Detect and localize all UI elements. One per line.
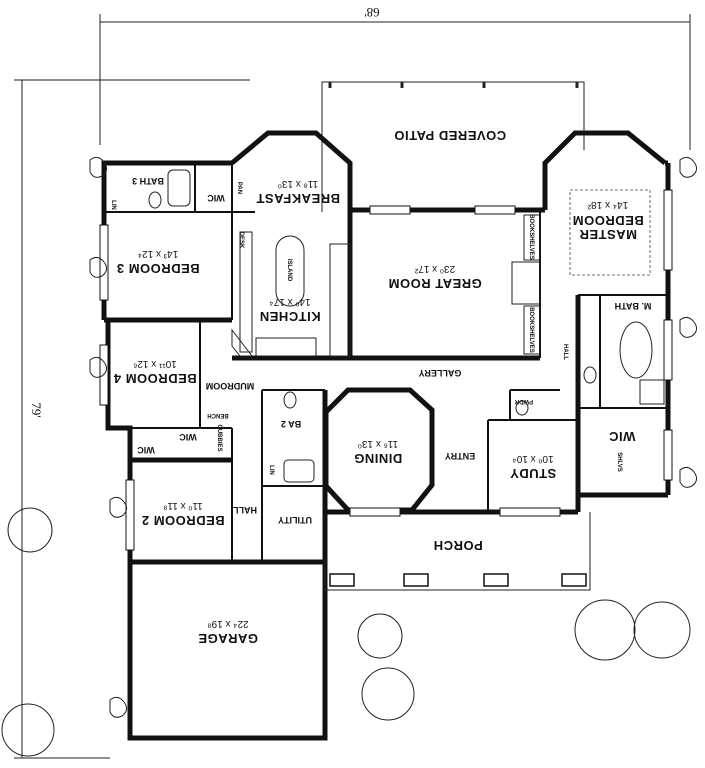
- width-dimension: 68': [364, 5, 379, 20]
- room-bedroom4-size: 10¹¹ x 12⁶: [133, 358, 177, 369]
- label-wic-bed3: WIC: [207, 193, 225, 203]
- label-hall-master: HALL: [562, 344, 568, 360]
- room-great-room-name: GREAT ROOM: [388, 276, 482, 291]
- room-breakfast-size: 11⁸ x 13⁰: [278, 178, 318, 189]
- room-master-bedroom-line: BEDROOM: [572, 213, 643, 228]
- label-lin2: LIN: [268, 465, 274, 475]
- label-lin: LIN: [110, 200, 116, 210]
- label-bench: BENCH: [207, 412, 228, 418]
- label-bookshelves-bottom: BOOKSHELVES: [528, 307, 534, 353]
- kitchen-fixtures: [231, 231, 351, 357]
- room-garage-size: 22⁴ x 19⁸: [207, 618, 248, 629]
- label-utility: UTILITY: [278, 515, 312, 525]
- room-bedroom2-name: BEDROOM 2: [141, 513, 224, 528]
- room-study-name: STUDY: [510, 466, 557, 481]
- room-labels: COVERED PATIO BREAKFAST 11⁸ x 13⁰ MASTER…: [110, 128, 651, 646]
- covered-patio: [321, 81, 585, 212]
- room-breakfast-name: BREAKFAST: [256, 191, 340, 206]
- label-porch: PORCH: [433, 538, 482, 553]
- label-ba2: BA 2: [281, 419, 301, 429]
- windows: [99, 189, 673, 551]
- label-shelves: SHLVS: [616, 452, 622, 472]
- room-kitchen-name: KITCHEN: [259, 309, 320, 324]
- room-study-size: 10⁰ x 10⁴: [512, 453, 553, 464]
- label-mudroom: MUDROOM: [206, 381, 255, 391]
- landscaping: [1, 156, 698, 757]
- room-bedroom2-size: 11⁰ x 11⁸: [163, 500, 203, 511]
- depth-dimension: 79': [29, 402, 44, 417]
- label-island: ISLAND: [286, 259, 292, 282]
- room-garage-name: GARAGE: [198, 631, 258, 646]
- label-entry: ENTRY: [445, 451, 475, 461]
- label-gallery: GALLERY: [419, 368, 462, 378]
- label-cubbies: CUBBIES: [216, 424, 222, 451]
- label-bath3: BATH 3: [132, 176, 164, 186]
- room-master-size: 14⁴ x 18²: [587, 199, 628, 210]
- room-kitchen-size: 14⁰ x 17⁴: [269, 296, 310, 307]
- room-bedroom3-name: BEDROOM 3: [116, 261, 199, 276]
- label-pwdr: PWDR: [514, 398, 533, 404]
- fireplace: [511, 214, 541, 355]
- room-bedroom3-size: 14³ x 12⁴: [138, 248, 178, 259]
- label-desk: DESK: [238, 232, 244, 249]
- label-bookshelves-top: BOOKSHELVES: [528, 214, 534, 260]
- room-covered-patio-name: COVERED PATIO: [394, 128, 506, 143]
- label-wic-master: WIC: [609, 429, 636, 444]
- label-wic-bed2: WIC: [137, 445, 155, 455]
- bath-fixtures: [148, 169, 665, 483]
- room-great-room-size: 23⁰ x 17²: [414, 263, 455, 274]
- room-bedroom4-name: BEDROOM 4: [113, 371, 197, 386]
- master-ceiling-outline: [569, 189, 651, 276]
- label-wic-bed4: WIC: [179, 432, 197, 442]
- room-dining-size: 11⁶ x 13⁰: [358, 438, 398, 449]
- dimension-lines: [14, 14, 691, 759]
- room-master-line: MASTER: [579, 227, 637, 242]
- room-dining-name: DINING: [354, 451, 403, 466]
- label-m-bath: M. BATH: [615, 301, 652, 311]
- porch-posts: [324, 512, 591, 591]
- label-hall-bed2: HALL: [233, 505, 257, 515]
- label-pan: PAN: [236, 182, 242, 194]
